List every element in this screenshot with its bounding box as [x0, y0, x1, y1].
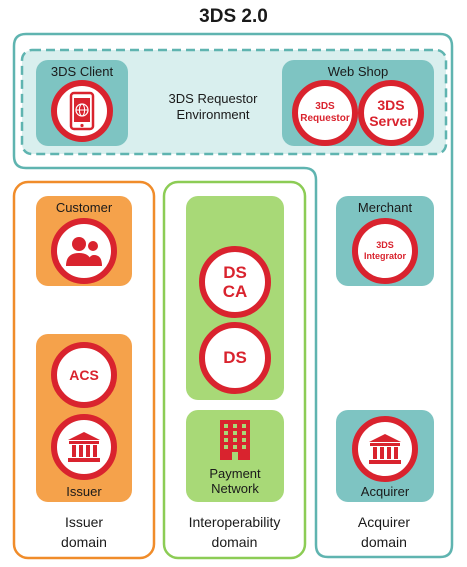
web-shop-label: Web Shop: [327, 64, 389, 79]
payment-network-box: Payment Network: [186, 410, 284, 502]
3ds-requestor-line2: Requestor: [300, 113, 350, 124]
acquirer-domain-outline: [12, 32, 454, 559]
merchant-box: Merchant 3DS Integrator: [336, 196, 434, 286]
customer-circle: [51, 218, 117, 284]
3ds-server-line2: Server: [369, 113, 413, 129]
ds-label: DS: [223, 348, 247, 367]
acquirer-label: Acquirer: [360, 484, 410, 499]
3ds-client-label: 3DS Client: [50, 64, 114, 79]
diagram-title: 3DS 2.0: [199, 6, 268, 27]
people-icon: [66, 237, 102, 266]
acquirer-bank-icon: [369, 434, 401, 464]
mobile-device-circle: [51, 80, 113, 142]
issuer-box: ACS Issuer: [36, 334, 132, 502]
3ds-server-circle: 3DS Server: [358, 80, 424, 146]
payment-network-label: Payment Network: [186, 466, 284, 496]
requestor-environment-label: 3DS Requestor Environment: [150, 91, 276, 123]
acs-circle: ACS: [51, 342, 117, 408]
ds-ca-circle: DS CA: [199, 246, 271, 318]
web-shop-box: Web Shop 3DS Requestor 3DS Server: [282, 60, 434, 146]
requestor-env-line1: 3DS Requestor: [168, 91, 258, 106]
3ds-requestor-line1: 3DS: [315, 101, 335, 112]
merchant-label: Merchant: [357, 200, 413, 215]
customer-label: Customer: [55, 200, 113, 215]
ds-ca-line1: DS: [223, 263, 247, 282]
3ds-integrator-circle: 3DS Integrator: [352, 218, 418, 284]
issuer-domain-outline: [12, 180, 156, 560]
issuer-domain-line1: Issuer: [64, 514, 104, 530]
payment-network-line2: Network: [211, 481, 259, 496]
interop-domain-label: Interoperability domain: [164, 512, 305, 552]
3ds-server-line1: 3DS: [377, 97, 405, 113]
requestor-env-line2: Environment: [176, 107, 250, 122]
ds-ca-line2: CA: [222, 282, 248, 301]
acquirer-domain-line2: domain: [361, 534, 407, 550]
acquirer-bank-circle: [352, 416, 418, 482]
issuer-domain-line2: domain: [61, 534, 107, 550]
acquirer-box: Acquirer: [336, 410, 434, 502]
ds-circle: DS: [199, 322, 271, 394]
payment-network-line1: Payment: [209, 466, 261, 481]
acquirer-domain-line1: Acquirer: [357, 514, 411, 530]
3ds-requestor-circle: 3DS Requestor: [292, 80, 358, 146]
issuer-bank-circle: [51, 414, 117, 480]
directory-server-box: DS CA DS: [186, 196, 284, 400]
interop-domain-outline: [162, 180, 307, 560]
issuer-domain-label: Issuer domain: [14, 512, 154, 552]
acquirer-domain-label: Acquirer domain: [316, 512, 452, 552]
3ds-integrator-line1: 3DS: [376, 240, 394, 250]
issuer-label: Issuer: [66, 484, 102, 499]
acs-label: ACS: [69, 367, 99, 383]
3ds-client-box: 3DS Client: [36, 60, 128, 146]
3ds-integrator-line2: Integrator: [363, 251, 406, 261]
mobile-phone-icon: [69, 91, 95, 131]
interop-domain-line2: domain: [211, 534, 258, 550]
interop-domain-line1: Interoperability: [188, 514, 281, 530]
building-icon: [220, 420, 250, 460]
bank-icon: [68, 432, 100, 462]
customer-box: Customer: [36, 196, 132, 286]
